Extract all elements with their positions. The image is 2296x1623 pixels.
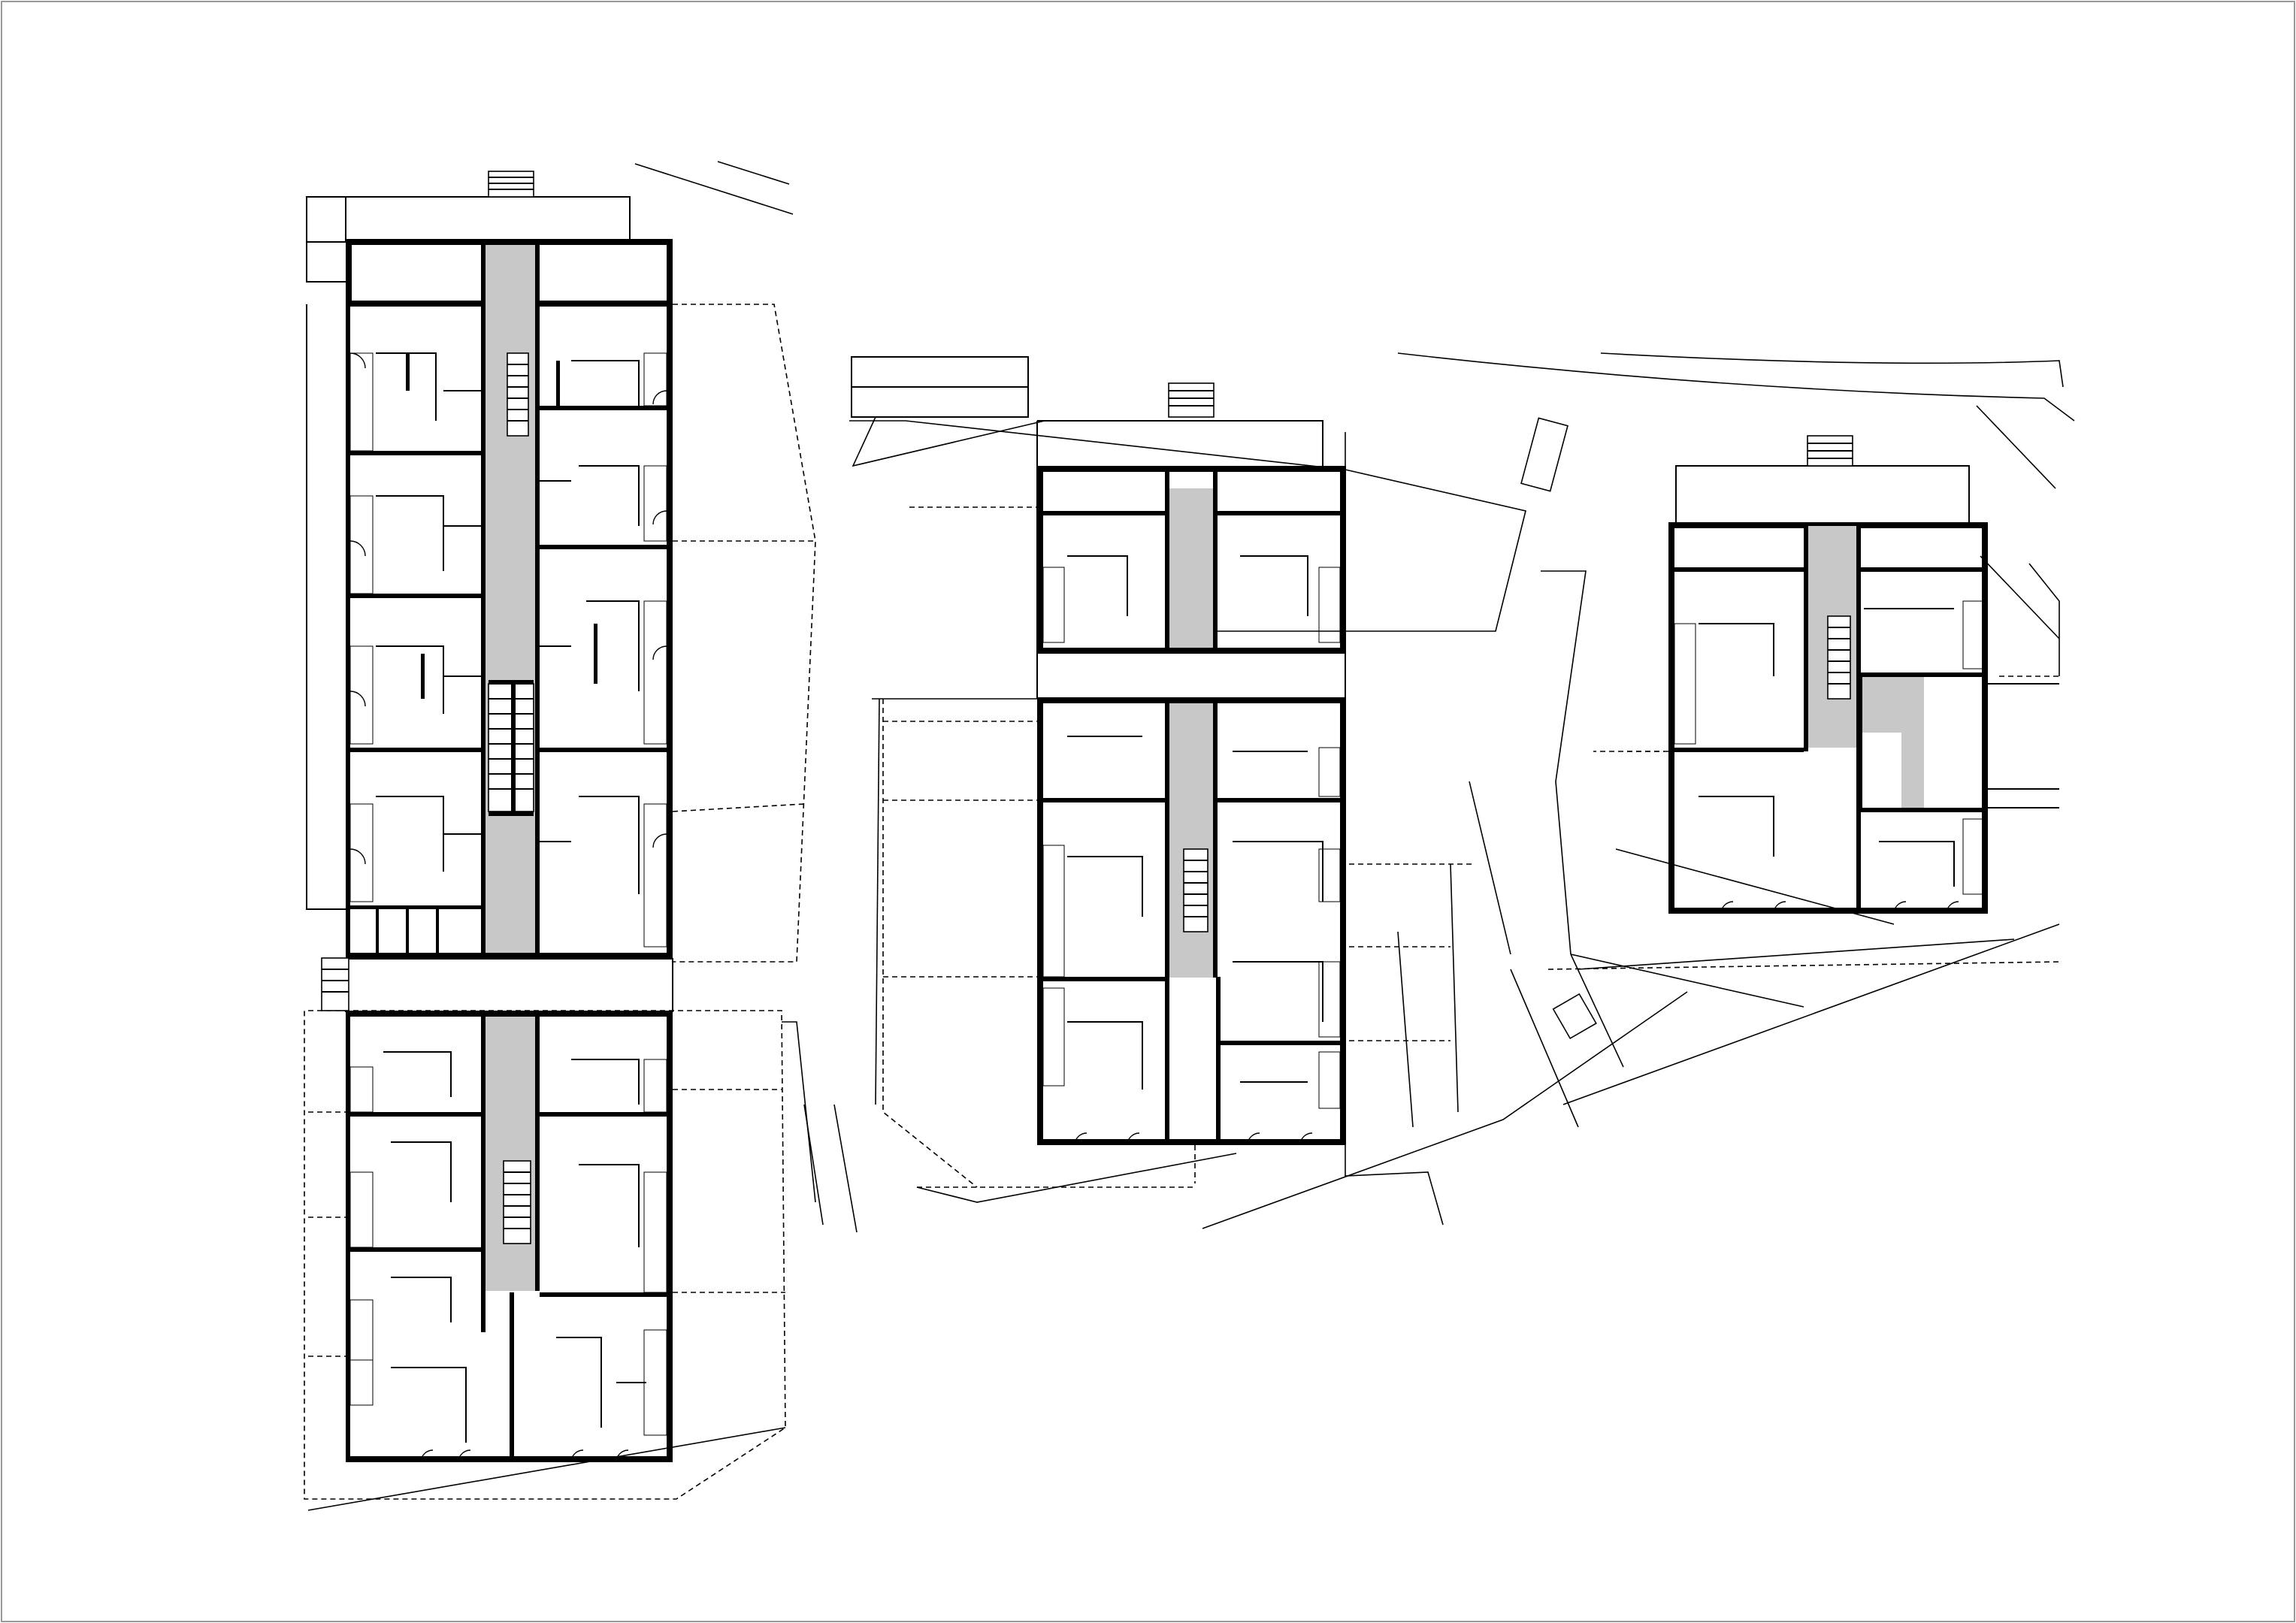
west-block — [306, 171, 673, 1463]
east-block — [1520, 417, 2059, 1040]
middle-block — [851, 356, 1346, 1183]
site-context — [307, 161, 2075, 1511]
plot-boundaries — [304, 304, 2060, 1500]
